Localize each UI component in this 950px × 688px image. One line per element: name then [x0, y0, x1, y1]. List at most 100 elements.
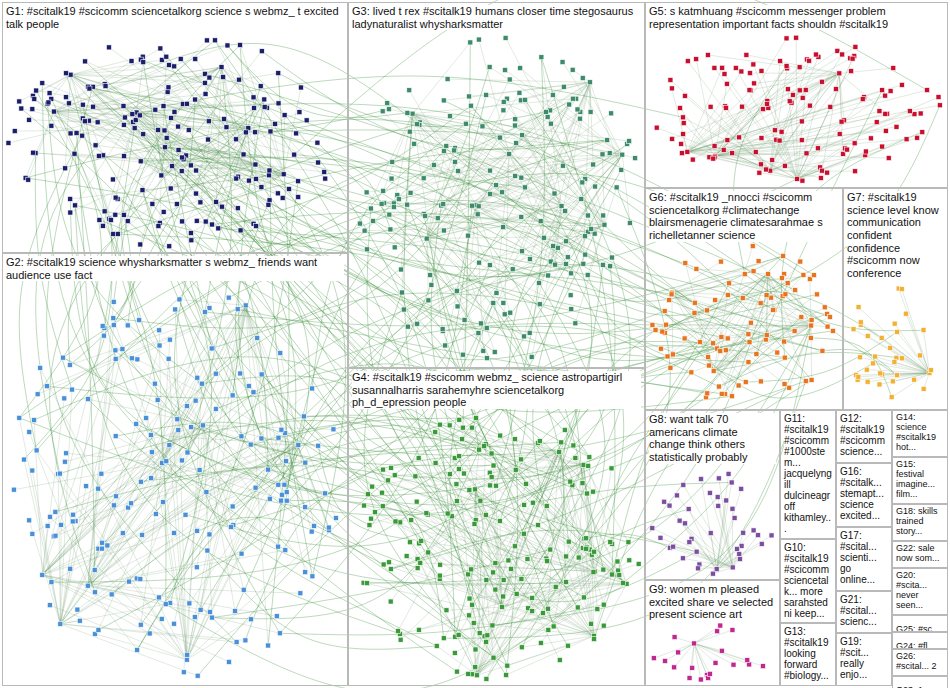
intra-group-edge	[770, 97, 938, 171]
vertex-icon	[460, 425, 465, 430]
inter-group-edge	[106, 43, 420, 124]
vertex-icon	[205, 548, 210, 553]
intra-group-edge	[60, 308, 209, 624]
intra-group-edge	[505, 70, 622, 155]
vertex-icon	[179, 169, 184, 174]
intra-group-edge	[713, 567, 733, 573]
vertex-icon	[480, 124, 485, 129]
vertex-icon	[174, 202, 179, 207]
inter-group-edge	[113, 100, 195, 319]
vertex-icon	[221, 75, 226, 80]
vertex-icon	[546, 273, 551, 278]
vertex-icon	[484, 676, 489, 681]
vertex-icon	[405, 110, 410, 115]
vertex-icon	[219, 204, 224, 209]
vertex-icon	[253, 162, 258, 167]
vertex-icon	[80, 102, 85, 107]
vertex-icon	[408, 190, 413, 195]
vertex-icon	[460, 352, 465, 357]
vertex-icon	[503, 68, 508, 73]
vertex-icon	[63, 95, 68, 100]
vertex-icon	[100, 323, 105, 328]
inter-group-edge	[746, 332, 897, 382]
vertex-icon	[605, 138, 610, 143]
vertex-icon	[189, 238, 194, 243]
vertex-icon	[298, 591, 303, 596]
vertex-icon	[600, 262, 605, 267]
vertex-icon	[101, 333, 106, 338]
intra-group-edge	[450, 82, 590, 116]
vertex-icon	[484, 639, 489, 644]
inter-group-edge	[242, 95, 487, 554]
intra-group-edge	[717, 559, 740, 569]
vertex-icon	[216, 226, 221, 231]
intra-group-edge	[40, 368, 187, 660]
vertex-icon	[405, 324, 410, 329]
vertex-icon	[188, 163, 193, 168]
intra-group-edge	[42, 328, 104, 575]
intra-group-edge	[187, 528, 329, 660]
vertex-icon	[246, 384, 251, 389]
intra-group-edge	[694, 643, 749, 664]
intra-group-edge	[894, 362, 929, 373]
vertex-icon	[251, 390, 256, 395]
inter-group-edge	[594, 317, 801, 639]
vertex-icon	[364, 247, 369, 252]
intra-group-edge	[590, 82, 593, 164]
intra-group-edge	[28, 112, 54, 180]
vertex-icon	[467, 488, 472, 493]
vertex-icon	[234, 137, 239, 142]
vertex-icon	[489, 451, 494, 456]
intra-group-edge	[448, 79, 590, 82]
vertex-icon	[207, 75, 212, 80]
vertex-icon	[626, 540, 631, 545]
intra-group-edge	[803, 73, 840, 97]
vertex-icon	[213, 371, 218, 376]
vertex-icon	[322, 169, 327, 174]
vertex-icon	[412, 141, 417, 146]
vertex-icon	[62, 459, 67, 464]
vertex-icon	[114, 494, 119, 499]
vertex-icon	[424, 236, 429, 241]
vertex-icon	[121, 212, 126, 217]
vertex-icon	[134, 421, 139, 426]
vertex-icon	[110, 177, 115, 182]
intra-group-edge	[692, 643, 694, 667]
vertex-icon	[164, 54, 169, 59]
vertex-icon	[68, 131, 73, 136]
vertex-icon	[443, 343, 448, 348]
vertex-icon	[212, 38, 217, 43]
vertex-icon	[380, 504, 385, 509]
vertex-icon	[601, 213, 606, 218]
vertex-icon	[224, 125, 229, 130]
vertex-icon	[545, 114, 550, 119]
vertex-icon	[454, 482, 459, 487]
inter-group-edge	[233, 333, 478, 525]
inter-group-edge	[541, 57, 615, 574]
vertex-icon	[501, 99, 506, 104]
inter-group-edge	[212, 212, 595, 233]
vertex-icon	[512, 123, 517, 128]
inter-group-edge	[195, 100, 571, 274]
vertex-icon	[162, 128, 167, 133]
intra-group-edge	[32, 425, 202, 533]
intra-group-edge	[222, 67, 244, 154]
vertex-icon	[491, 655, 496, 660]
vertex-icon	[233, 609, 238, 614]
vertex-icon	[398, 637, 403, 642]
vertex-icon	[544, 503, 549, 508]
vertex-icon	[103, 84, 108, 89]
vertex-icon	[565, 643, 570, 648]
vertex-icon	[426, 298, 431, 303]
intra-group-edge	[890, 348, 929, 373]
vertex-icon	[497, 519, 502, 524]
vertex-icon	[68, 566, 73, 571]
vertex-icon	[226, 659, 231, 664]
vertex-icon	[474, 673, 479, 678]
vertex-icon	[125, 323, 130, 328]
vertex-icon	[149, 476, 154, 481]
vertex-icon	[202, 80, 207, 85]
vertex-icon	[111, 316, 116, 321]
vertex-icon	[184, 404, 189, 409]
intra-group-edge	[477, 572, 594, 675]
